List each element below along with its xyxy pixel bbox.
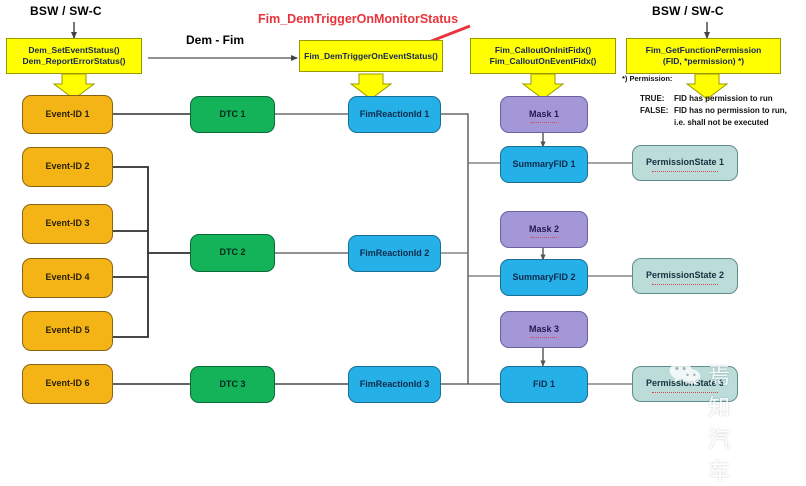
event-id-2-node[interactable]: Event-ID 2 — [22, 147, 113, 187]
mask-2-label: Mask 2 — [528, 223, 560, 239]
fim-reaction-id-3-label: FimReactionId 3 — [359, 378, 430, 389]
permission-marker: *) Permission: — [622, 74, 673, 83]
permission-note-false-key: FALSE: — [640, 106, 669, 115]
fim-reaction-id-1-node[interactable]: FimReactionId 1 — [348, 96, 441, 133]
connector-layer — [52, 22, 729, 385]
permission-note-cont: i.e. shall not be executed — [640, 117, 769, 129]
api-fim-callout-line-2: Fim_CalloutOnEventFidx() — [489, 56, 597, 66]
mask-1-label: Mask 1 — [528, 108, 560, 124]
event-id-4-node[interactable]: Event-ID 4 — [22, 258, 113, 298]
api-fim-permission-line-1: Fim_GetFunctionPermission — [645, 45, 762, 56]
dtc-2-node[interactable]: DTC 2 — [190, 234, 275, 272]
permission-note-cont-text: i.e. shall not be executed — [674, 118, 769, 127]
api-box-fim-trigger[interactable]: Fim_DemTriggerOnEventStatus() — [299, 40, 443, 72]
header-bsw-swc-right: BSW / SW-C — [652, 4, 724, 18]
header-bsw-swc-left: BSW / SW-C — [30, 4, 102, 18]
permission-note-true: TRUE: FID has permission to run — [640, 93, 773, 105]
permission-note-false-text: FID has no permission to run, — [674, 106, 787, 115]
fid-1-node[interactable]: FiD 1 — [500, 366, 588, 403]
event-id-6-node[interactable]: Event-ID 6 — [22, 364, 113, 404]
dtc-1-label: DTC 1 — [219, 108, 246, 119]
permission-state-2-node[interactable]: PermissionState 2 — [632, 258, 738, 294]
label-dem-fim: Dem - Fim — [186, 33, 245, 47]
dtc-2-label: DTC 2 — [219, 247, 246, 258]
fid-1-label: FiD 1 — [532, 378, 555, 389]
permission-note-false: FALSE: FID has no permission to run, — [640, 105, 787, 117]
fim-reaction-id-2-label: FimReactionId 2 — [359, 247, 430, 258]
summary-fid-2-node[interactable]: SummaryFID 2 — [500, 259, 588, 296]
permission-note-true-text: FID has permission to run — [674, 94, 773, 103]
permission-state-1-node[interactable]: PermissionState 1 — [632, 145, 738, 181]
api-fim-trigger-line-1: Fim_DemTriggerOnEventStatus() — [304, 50, 438, 61]
event-id-2-label: Event-ID 2 — [45, 161, 90, 172]
mask-2-node[interactable]: Mask 2 — [500, 211, 588, 248]
event-id-5-label: Event-ID 5 — [45, 325, 90, 336]
mask-3-node[interactable]: Mask 3 — [500, 311, 588, 348]
event-id-3-node[interactable]: Event-ID 3 — [22, 204, 113, 244]
api-box-fim-callout[interactable]: Fim_CalloutOnInitFidx() Fim_CalloutOnEve… — [470, 38, 616, 74]
callout-fim-demtriggeronmonitorstatus: Fim_DemTriggerOnMonitorStatus — [258, 12, 459, 26]
summary-fid-1-label: SummaryFID 1 — [512, 158, 576, 169]
fim-reaction-id-2-node[interactable]: FimReactionId 2 — [348, 235, 441, 272]
dtc-1-node[interactable]: DTC 1 — [190, 96, 275, 133]
api-box-dem[interactable]: Dem_SetEventStatus() Dem_ReportErrorStat… — [6, 38, 142, 74]
dtc-3-label: DTC 3 — [219, 378, 246, 389]
dtc-3-node[interactable]: DTC 3 — [190, 366, 275, 403]
event-id-5-node[interactable]: Event-ID 5 — [22, 311, 113, 351]
permission-state-1-label: PermissionState 1 — [645, 157, 725, 172]
event-id-1-node[interactable]: Event-ID 1 — [22, 95, 113, 134]
permission-state-2-label: PermissionState 2 — [645, 270, 725, 285]
api-fim-callout-line-1: Fim_CalloutOnInitFidx() — [494, 45, 592, 56]
event-id-1-label: Event-ID 1 — [45, 108, 90, 119]
event-id-4-label: Event-ID 4 — [45, 272, 90, 283]
mask-1-node[interactable]: Mask 1 — [500, 96, 588, 133]
diagram-canvas: BSW / SW-C BSW / SW-C Dem - Fim Fim_DemT… — [6, 4, 787, 485]
api-box-fim-permission[interactable]: Fim_GetFunctionPermission (FID, *permiss… — [626, 38, 781, 74]
event-id-3-label: Event-ID 3 — [45, 218, 90, 229]
event-id-6-label: Event-ID 6 — [45, 378, 90, 389]
summary-fid-2-label: SummaryFID 2 — [512, 271, 576, 282]
mask-3-label: Mask 3 — [528, 323, 560, 339]
fim-reaction-id-3-node[interactable]: FimReactionId 3 — [348, 366, 441, 403]
api-fim-permission-line-2: (FID, *permission) *) — [662, 56, 745, 66]
permission-note-true-key: TRUE: — [640, 94, 665, 103]
api-dem-line-1: Dem_SetEventStatus() — [28, 45, 120, 56]
api-dem-line-2: Dem_ReportErrorStatus() — [22, 56, 126, 66]
permission-state-3-label: PermissionState 3 — [645, 378, 725, 393]
summary-fid-1-node[interactable]: SummaryFID 1 — [500, 146, 588, 183]
permission-state-3-node[interactable]: PermissionState 3 — [632, 366, 738, 402]
fim-reaction-id-1-label: FimReactionId 1 — [359, 108, 430, 119]
